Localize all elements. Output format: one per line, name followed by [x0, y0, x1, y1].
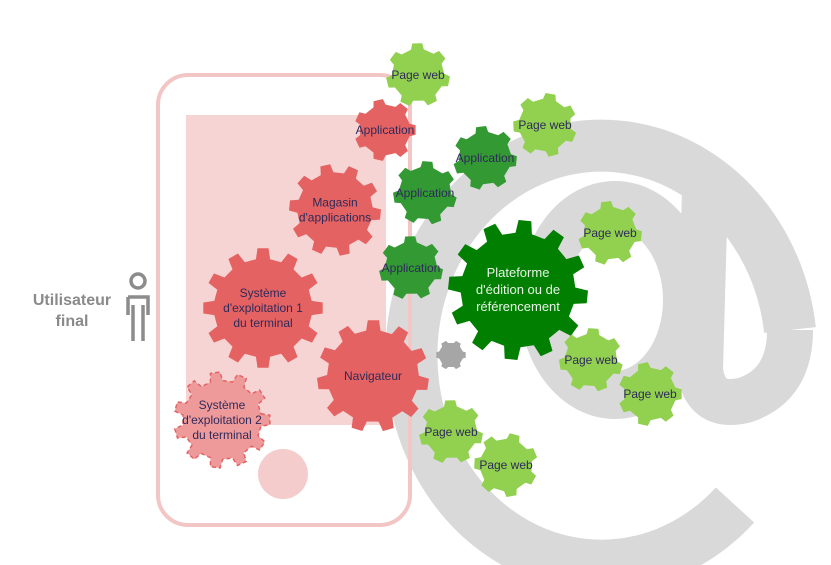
gear-label: Plateforme	[487, 265, 550, 280]
gear-label: Page web	[623, 387, 677, 401]
gear-icon	[513, 93, 577, 157]
gear-icon	[436, 340, 466, 370]
gear-icon	[386, 43, 450, 106]
gear-browser: Navigateur	[317, 320, 429, 432]
gear-label: d'exploitation 1	[223, 301, 303, 315]
gear-icon	[379, 236, 443, 299]
gear-label: Page web	[424, 425, 478, 439]
gear-app-green-3: Application	[379, 236, 443, 299]
gear-app-green-2: Application	[393, 161, 457, 225]
gear-icon	[355, 99, 416, 161]
gear-label: Système	[240, 286, 287, 300]
user-label-line1: Utilisateur	[32, 292, 112, 309]
gear-label: d'applications	[299, 211, 371, 225]
gear-web-3: Page web	[578, 201, 642, 265]
gear-label: Système	[199, 398, 246, 412]
gear-label: Page web	[583, 226, 637, 240]
gear-icon	[474, 433, 538, 497]
gear-app-red: Application	[355, 99, 416, 161]
phone-outline	[156, 73, 412, 527]
gear-label: du terminal	[192, 428, 251, 442]
gear-grey	[436, 340, 466, 370]
gear-web-6: Page web	[419, 400, 483, 463]
gear-label: référencement	[476, 299, 560, 314]
gear-icon	[289, 164, 381, 256]
gear-web-2: Page web	[513, 93, 577, 157]
gear-icon	[393, 161, 457, 225]
gear-icon	[619, 362, 682, 426]
gear-label: Application	[396, 186, 455, 200]
phone-home-button	[258, 449, 308, 499]
gear-icon	[419, 400, 483, 463]
gear-app-green-1: Application	[453, 126, 517, 190]
gear-label: Page web	[518, 118, 572, 132]
gear-web-5: Page web	[619, 362, 682, 426]
person-icon	[126, 272, 150, 341]
gear-web-7: Page web	[474, 433, 538, 497]
gear-web-4: Page web	[559, 328, 623, 392]
gear-icon	[453, 126, 517, 190]
gear-label: Page web	[479, 458, 533, 472]
gear-web-1: Page web	[386, 43, 450, 106]
gear-label: Page web	[391, 68, 445, 82]
gear-label: Magasin	[312, 196, 357, 210]
user-label-line2: final	[55, 313, 89, 330]
at-symbol-stem	[676, 189, 813, 425]
gear-label: du terminal	[233, 316, 292, 330]
gear-platform: Plateforme d'édition ou de référencement	[448, 220, 588, 360]
gear-label: Application	[382, 261, 441, 275]
gear-label: Page web	[564, 353, 618, 367]
gear-label: Application	[356, 123, 415, 137]
gear-icon	[203, 248, 323, 368]
gear-label: Navigateur	[344, 369, 402, 383]
gear-icon	[578, 201, 642, 265]
gear-icon	[173, 371, 271, 469]
gear-label: Application	[456, 151, 515, 165]
gear-icon	[448, 220, 588, 360]
user-label: Utilisateur final	[22, 290, 122, 332]
gear-icon	[559, 328, 623, 392]
gear-label: d'édition ou de	[476, 282, 560, 297]
gear-label: d'exploitation 2	[182, 413, 262, 427]
gear-icon	[317, 320, 429, 432]
